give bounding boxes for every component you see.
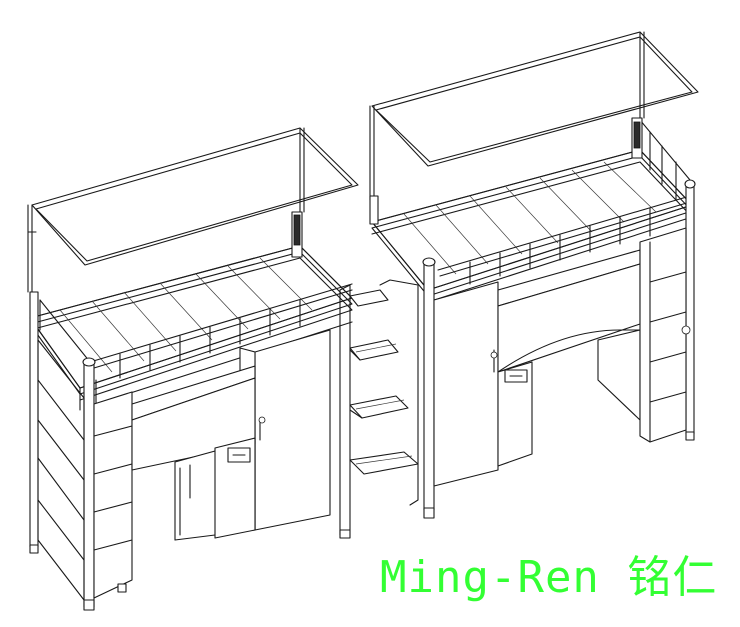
floor-feet	[29, 431, 695, 611]
left-wardrobe-desk	[131, 329, 331, 541]
left-side-shelves	[37, 339, 133, 601]
right-wardrobe-desk	[433, 227, 691, 487]
brand-watermark: Ming-Ren 铭仁	[380, 552, 718, 603]
left-canopy-frame	[27, 127, 359, 293]
right-loft-bed-unit	[369, 31, 699, 511]
right-canopy-frame	[369, 31, 699, 201]
left-loft-bed-unit	[27, 127, 419, 608]
left-stair-ladder	[339, 279, 419, 536]
